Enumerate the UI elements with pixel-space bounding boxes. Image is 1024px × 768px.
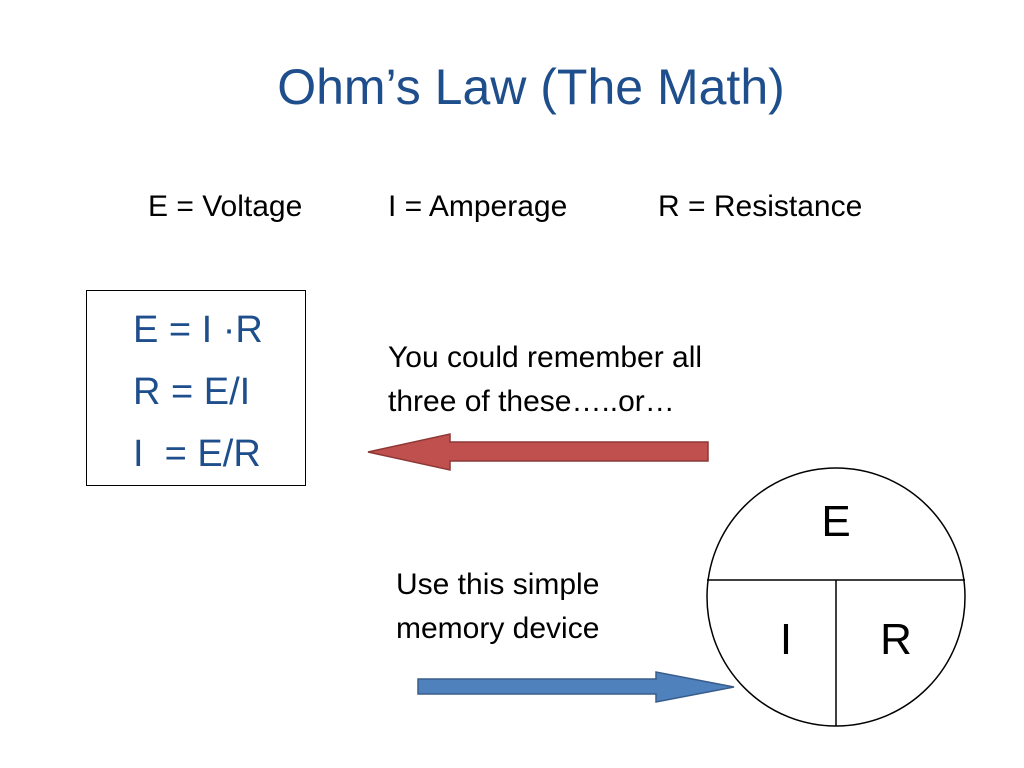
definition-voltage: E = Voltage [148, 190, 303, 223]
formula-box: E = I ·R R = E/I I = E/R [86, 290, 306, 486]
device-note-line-1: Use this simple [396, 568, 600, 601]
formula-current: I = E/R [133, 433, 261, 475]
slide-title: Ohm’s Law (The Math) [277, 59, 785, 115]
left-arrow-icon [367, 433, 709, 471]
definition-resistance: R = Resistance [658, 190, 863, 223]
definition-amperage: I = Amperage [388, 190, 568, 223]
remember-note: You could remember all three of these…..… [388, 336, 702, 424]
formula-voltage: E = I ·R [133, 309, 263, 351]
device-note: Use this simple memory device [396, 563, 599, 651]
right-arrow-icon [417, 671, 735, 703]
circle-label-r: R [880, 615, 912, 664]
device-note-line-2: memory device [396, 612, 600, 645]
formula-resistance: R = E/I [133, 371, 251, 413]
circle-label-i: I [779, 615, 793, 664]
circle-label-e: E [821, 497, 851, 546]
remember-note-line-2: three of these…..or… [388, 385, 675, 418]
remember-note-line-1: You could remember all [388, 341, 703, 374]
